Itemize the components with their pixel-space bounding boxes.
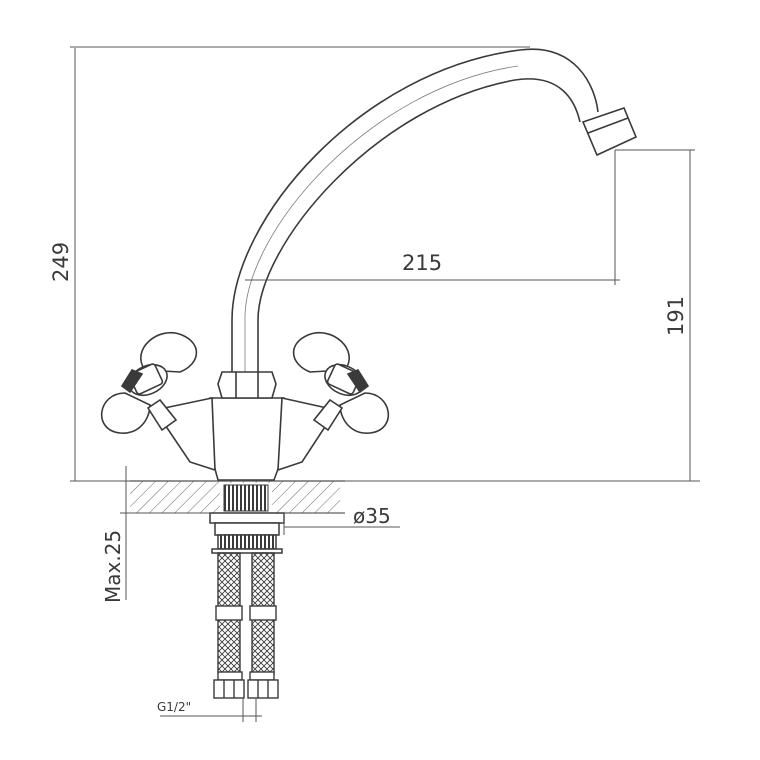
dimension-lines xyxy=(70,46,700,722)
flexible-hoses xyxy=(213,552,279,699)
dimension-249: 249 xyxy=(49,242,73,282)
dimension-191: 191 xyxy=(664,296,688,336)
aerator xyxy=(581,107,638,157)
left-cross-handle xyxy=(101,332,198,434)
dimension-g1-2: G1/2" xyxy=(157,700,191,714)
dimension-215: 215 xyxy=(402,251,442,275)
right-cross-handle xyxy=(292,332,389,434)
dimension-max-25: Max.25 xyxy=(101,530,125,603)
mounting-hardware xyxy=(209,512,285,554)
dimension-diameter-35: ø35 xyxy=(353,504,391,528)
spout xyxy=(231,48,599,375)
faucet-body xyxy=(153,371,338,481)
countertop xyxy=(130,480,345,514)
